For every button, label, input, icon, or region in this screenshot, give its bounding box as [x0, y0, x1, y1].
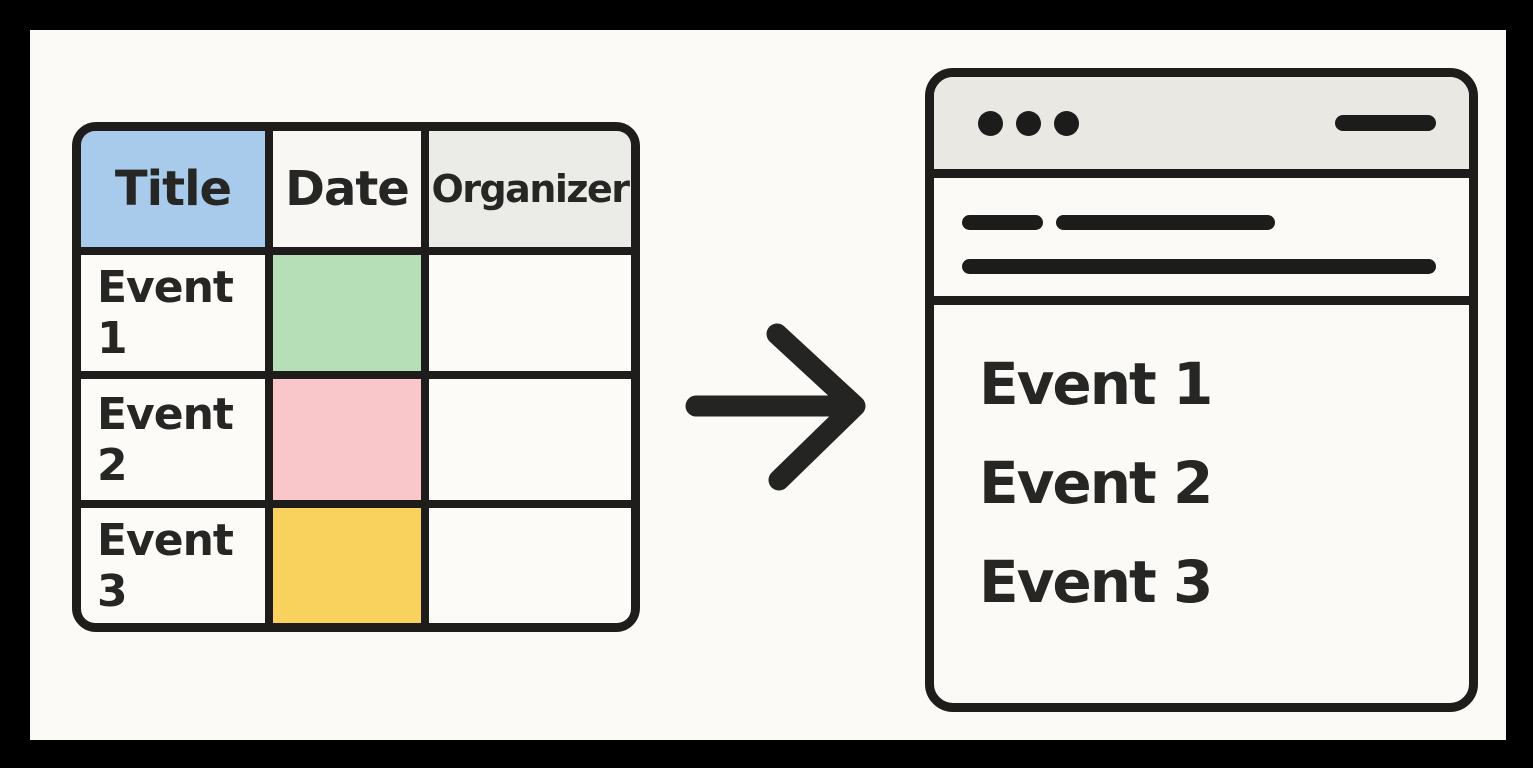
window-control-dot-icon — [1054, 110, 1079, 136]
table-row-1-title-cell: Event 1 — [81, 255, 265, 371]
browser-content: Event 1 Event 2 Event 3 — [934, 305, 1469, 703]
header-cell-title: Title — [81, 131, 265, 247]
table-row-2-title-cell: Event 2 — [81, 379, 265, 500]
table-row-3-organizer-cell — [429, 508, 631, 623]
table-row-2-organizer-cell — [429, 379, 631, 500]
event-list-item: Event 1 — [979, 350, 1213, 418]
table-row-3-title-cell: Event 3 — [81, 508, 265, 623]
browser-navbar — [934, 178, 1469, 305]
nav-skeleton-bar-long — [962, 259, 1436, 274]
nav-skeleton-row — [962, 215, 1436, 230]
header-cell-date: Date — [273, 131, 421, 247]
browser-titlebar — [934, 77, 1469, 178]
right-arrow-icon — [680, 320, 890, 500]
window-control-dot-icon — [978, 110, 1003, 136]
table-row-2-date-cell — [273, 379, 421, 500]
event-list-item: Event 2 — [979, 449, 1213, 517]
table-row-1-date-cell — [273, 255, 421, 371]
event-list-item: Event 3 — [979, 548, 1213, 616]
events-table: Title Date Organizer Event 1 Event 2 Eve… — [72, 122, 640, 632]
window-controls — [978, 110, 1079, 136]
browser-window: Event 1 Event 2 Event 3 — [925, 68, 1478, 712]
table-row-1-organizer-cell — [429, 255, 631, 371]
table-row-3-date-cell — [273, 508, 421, 623]
window-control-dot-icon — [1016, 110, 1041, 136]
nav-skeleton-bar-medium — [1056, 215, 1275, 230]
illustration-canvas: Title Date Organizer Event 1 Event 2 Eve… — [30, 30, 1506, 740]
nav-skeleton-bar-short — [962, 215, 1043, 230]
header-cell-organizer: Organizer — [429, 131, 631, 247]
titlebar-menu-bar-icon — [1335, 115, 1436, 131]
